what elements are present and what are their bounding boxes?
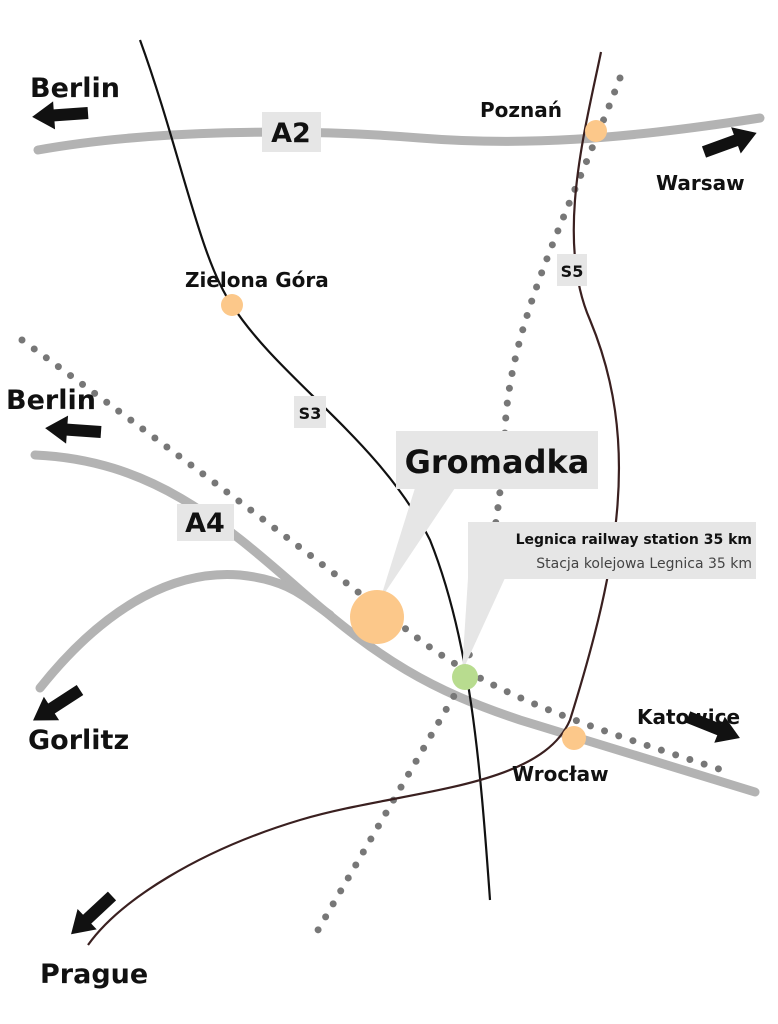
zielona-gora-label: Zielona Góra bbox=[185, 268, 329, 292]
gorlitz-label: Gorlitz bbox=[28, 725, 129, 756]
railway-berlin-katowice bbox=[18, 336, 726, 774]
gromadka-marker bbox=[350, 590, 404, 644]
svg-text:S3: S3 bbox=[299, 404, 322, 423]
berlin-south-label: Berlin bbox=[6, 385, 96, 416]
arrow-down-left-icon bbox=[61, 885, 122, 945]
svg-text:Gromadka: Gromadka bbox=[405, 443, 590, 481]
s3-label: S3 bbox=[294, 396, 326, 428]
svg-text:Legnica railway station 35 km: Legnica railway station 35 km bbox=[516, 532, 752, 548]
a4-label: A4 bbox=[177, 504, 234, 541]
legnica-station-marker bbox=[452, 664, 478, 690]
a2-road bbox=[33, 113, 765, 155]
warsaw-label: Warsaw bbox=[656, 171, 745, 195]
a4-gorlitz-road bbox=[35, 569, 335, 693]
poznan-marker bbox=[585, 120, 607, 142]
wroclaw-marker bbox=[562, 726, 586, 750]
zielona-gora-marker bbox=[221, 294, 243, 316]
legnica-callout: Legnica railway station 35 km Stacja kol… bbox=[462, 522, 756, 672]
poznan-label: Poznań bbox=[480, 98, 562, 122]
berlin-north-label: Berlin bbox=[30, 73, 120, 104]
s5-road bbox=[87, 51, 620, 946]
s3-road bbox=[138, 39, 492, 901]
svg-text:S5: S5 bbox=[561, 262, 584, 281]
s5-label: S5 bbox=[557, 254, 587, 286]
a2-label: A2 bbox=[262, 112, 321, 152]
wroclaw-label: Wrocław bbox=[512, 762, 609, 786]
arrow-left-icon bbox=[44, 414, 102, 446]
svg-text:Stacja kolejowa Legnica 35 km: Stacja kolejowa Legnica 35 km bbox=[536, 556, 752, 572]
gromadka-callout: Gromadka bbox=[380, 431, 598, 600]
prague-label: Prague bbox=[40, 959, 148, 990]
svg-text:A4: A4 bbox=[185, 508, 225, 539]
svg-text:A2: A2 bbox=[271, 118, 311, 149]
